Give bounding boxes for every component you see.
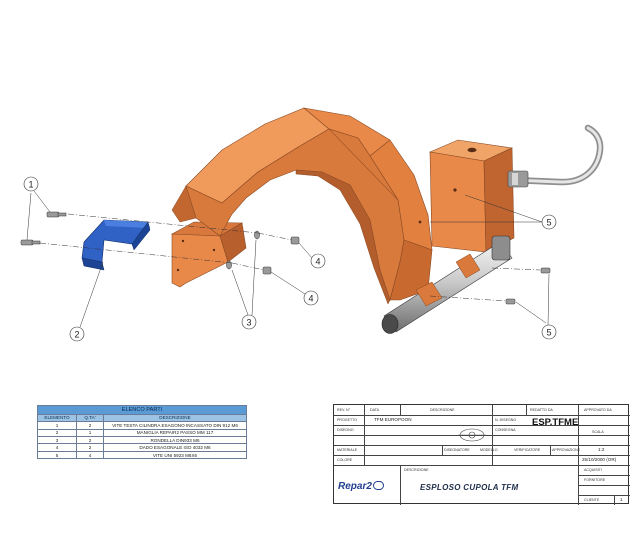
table-cell: VITE TESTA CILINDRA ESAGONO INCASSATO DI… xyxy=(103,421,247,430)
sheet-number: 1 xyxy=(620,497,623,502)
shaft-pin xyxy=(381,235,513,334)
column-header-description: DESCRIZIONE xyxy=(103,413,247,423)
cable-tube xyxy=(507,124,604,188)
column-header-quantity: Q.TA' xyxy=(76,413,104,423)
blue-handle xyxy=(81,219,151,271)
progetto-label: PROGETTO xyxy=(337,418,358,422)
table-cell: 2 xyxy=(76,435,104,445)
table-cell: 2 xyxy=(76,421,104,430)
table-cell: DADO ESAGONALE ISO 4032 M6 xyxy=(103,443,247,452)
column-header-element: ELEMENTO xyxy=(37,413,77,423)
callout-4-lower: 4 xyxy=(303,290,319,306)
svg-text:4: 4 xyxy=(315,257,320,267)
callout-2: 2 xyxy=(69,326,85,342)
svg-text:4: 4 xyxy=(308,294,313,304)
verificatore-label: VERIFICATORE xyxy=(514,448,541,452)
rev-label: REV. N° xyxy=(337,408,351,412)
nr-disegno-label: N. DISEGNO xyxy=(495,418,517,422)
leader-lines xyxy=(26,190,550,328)
data-label: DATA xyxy=(370,408,380,412)
table-cell: 4 xyxy=(37,443,77,452)
table-row: 3 2 RONDELLA DIN933 M6 xyxy=(37,435,247,445)
parts-list-table: ELENCO PARTI ELEMENTO Q.TA' DESCRIZIONE … xyxy=(37,405,247,460)
redatto-label: REDATTO DA xyxy=(530,408,553,412)
approvato-label: APPROVATO DA xyxy=(584,408,612,412)
callout-5-upper: 5 xyxy=(541,214,557,230)
callout-3: 3 xyxy=(241,314,257,330)
table-cell: 4 xyxy=(76,450,104,460)
svg-text:3: 3 xyxy=(246,318,251,328)
scala-label: SCALA xyxy=(592,430,604,434)
svg-text:5: 5 xyxy=(546,328,551,338)
disegnatore-label: DISEGNATORE xyxy=(444,448,470,452)
fasteners xyxy=(20,211,551,305)
callout-5-lower: 5 xyxy=(541,324,557,340)
materiale-label: MATERIALE xyxy=(337,448,358,452)
date-value: 25/10/2000 (OR) xyxy=(582,457,617,462)
table-cell: 3 xyxy=(37,435,77,445)
svg-text:1: 1 xyxy=(28,180,33,190)
table-row: 4 2 DADO ESAGONALE ISO 4032 M6 xyxy=(37,443,247,452)
table-row: 2 1 MANIGLIA REPAIR2 PASSO MM 117 xyxy=(37,428,247,438)
disegno-label: DISEGNO xyxy=(337,428,354,432)
assembly-axis-lines xyxy=(39,213,541,302)
parts-list-title: ELENCO PARTI xyxy=(37,405,247,415)
table-cell: VITE UNI 5923 M6X6 xyxy=(103,450,247,460)
modello-label: MODELLO xyxy=(480,448,498,452)
table-cell: 1 xyxy=(37,421,77,430)
fornitore-label: FORNITORE xyxy=(584,478,606,482)
table-row: 1 2 VITE TESTA CILINDRA ESAGONO INCASSAT… xyxy=(37,421,247,430)
table-cell: 5 xyxy=(37,450,77,460)
svg-text:5: 5 xyxy=(546,218,551,228)
descrizione-title: DESCRIZIONE xyxy=(404,468,429,472)
repar2-logo: Repar2 xyxy=(338,480,384,492)
svg-text:2: 2 xyxy=(74,330,79,340)
cliente-label: CLIENTE xyxy=(584,498,600,502)
table-row: 5 4 VITE UNI 5923 M6X6 xyxy=(37,450,247,460)
logo-text: Repar2 xyxy=(338,481,372,492)
acquisiti-label: ACQUISITI xyxy=(584,468,602,472)
table-cell: RONDELLA DIN933 M6 xyxy=(103,435,247,445)
approvazione-label: APPROVAZIONE xyxy=(552,448,581,452)
drawing-description: ESPLOSO CUPOLA TFM xyxy=(420,483,519,492)
table-cell: 2 xyxy=(37,428,77,438)
callout-1: 1 xyxy=(23,176,39,192)
progetto-value: TFM EUROPOON xyxy=(374,417,412,422)
colore-label: COLORE xyxy=(337,458,353,462)
table-cell: 1 xyxy=(76,428,104,438)
logo-mark-icon xyxy=(372,480,384,490)
mounting-block xyxy=(418,139,515,253)
table-cell: MANIGLIA REPAIR2 PASSO MM 117 xyxy=(103,428,247,438)
consegna-label: CONSEGNA xyxy=(495,428,516,432)
scala-value: 1:2 xyxy=(598,447,605,452)
descrizione-label: DESCRIZIONE xyxy=(430,408,455,412)
part-thumbnail-icon xyxy=(458,428,486,442)
drawing-code: ESP.TFME xyxy=(532,417,579,428)
callout-4-upper: 4 xyxy=(310,253,326,269)
dome-cover xyxy=(170,107,433,305)
table-cell: 2 xyxy=(76,443,104,452)
title-block: REV. N° DATA DESCRIZIONE REDATTO DA APPR… xyxy=(333,404,630,505)
